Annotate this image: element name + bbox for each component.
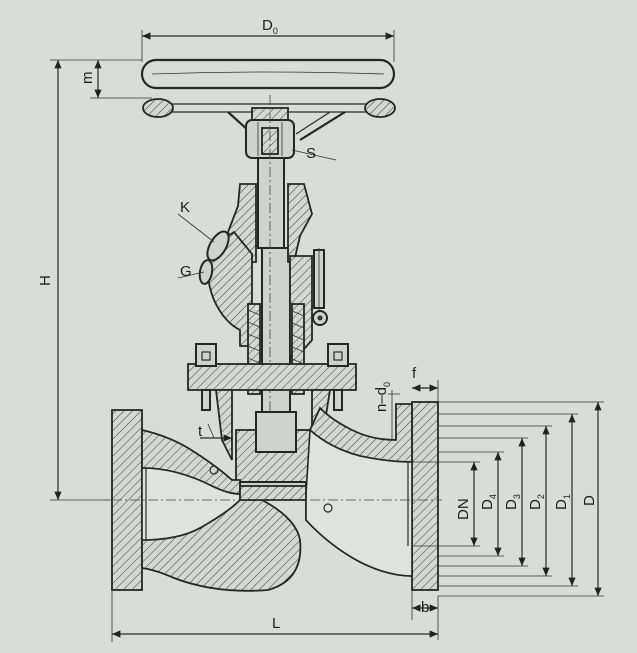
label-k: K (180, 199, 190, 216)
label-d4: D4 (479, 494, 498, 510)
label-m: m (79, 72, 96, 85)
valve-disc (235, 411, 311, 491)
label-s: S (306, 145, 316, 162)
label-dn: DN (455, 498, 472, 520)
dimension-labels: D0 m S K G H n–d0 f t DN D4 D3 D2 D1 D b… (37, 17, 598, 632)
label-f: f (412, 365, 417, 382)
bonnet (187, 303, 357, 461)
label-d3: D3 (503, 494, 522, 510)
label-h: H (37, 275, 54, 286)
label-t: t (198, 423, 203, 440)
dimension-lines (50, 30, 604, 642)
valve-body (111, 401, 442, 592)
label-l: L (272, 615, 280, 632)
label-d1: D1 (553, 494, 572, 510)
label-b: b (421, 599, 429, 616)
label-g: G (180, 263, 192, 280)
label-d0: D0 (262, 17, 278, 36)
label-d2: D2 (527, 494, 546, 510)
label-d: D (581, 495, 598, 506)
label-n-d0: n–d0 (373, 382, 392, 412)
